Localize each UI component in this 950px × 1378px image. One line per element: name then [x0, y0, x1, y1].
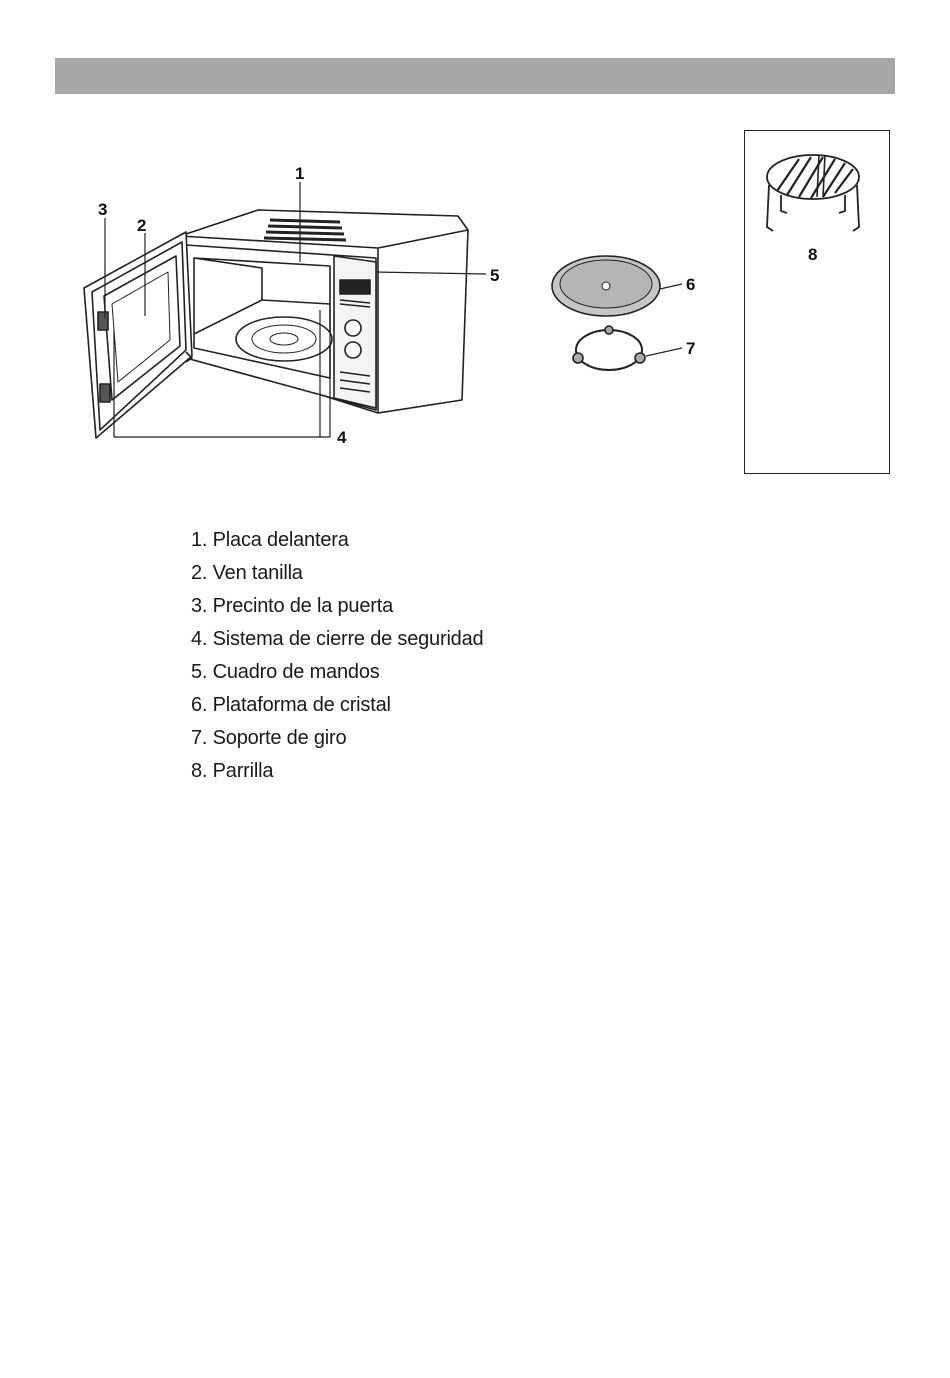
microwave-illustration — [84, 210, 468, 438]
grill-rack-panel: 8 — [744, 130, 890, 474]
grill-rack-illustration: 8 — [745, 131, 889, 271]
glass-tray-illustration — [552, 256, 660, 316]
parts-list: 1. Placa delantera 2. Ven tanilla 3. Pre… — [191, 524, 483, 788]
callout-7: 7 — [686, 339, 695, 358]
callout-6: 6 — [686, 275, 695, 294]
list-item: 2. Ven tanilla — [191, 557, 483, 590]
list-item: 6. Plataforma de cristal — [191, 689, 483, 722]
list-item: 4. Sistema de cierre de seguridad — [191, 623, 483, 656]
callout-5: 5 — [490, 266, 499, 285]
callout-8: 8 — [808, 245, 817, 264]
list-item: 5. Cuadro de mandos — [191, 656, 483, 689]
callout-4: 4 — [337, 428, 347, 447]
callout-2: 2 — [137, 216, 146, 235]
roller-ring-illustration — [573, 326, 645, 370]
list-item: 3. Precinto de la puerta — [191, 590, 483, 623]
callout-1: 1 — [295, 164, 304, 183]
list-item: 1. Placa delantera — [191, 524, 483, 557]
callout-3: 3 — [98, 200, 107, 219]
list-item: 7. Soporte de giro — [191, 722, 483, 755]
list-item: 8. Parrilla — [191, 755, 483, 788]
